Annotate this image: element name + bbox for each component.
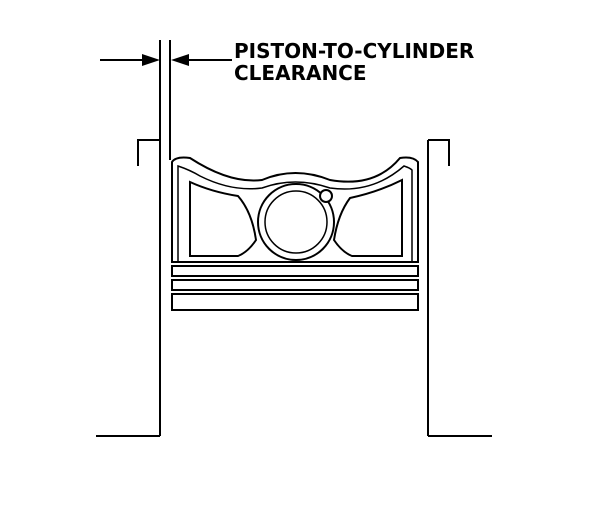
clearance-arrow-left — [100, 54, 160, 66]
wrist-pin-outer — [257, 183, 335, 261]
piston — [171, 156, 419, 311]
piston-ring-2 — [171, 279, 419, 291]
callout-label-line1: PISTON-TO-CYLINDER — [234, 39, 474, 63]
piston-ring-3 — [171, 293, 419, 311]
cylinder-wall-left — [96, 40, 161, 437]
oil-hole — [319, 189, 333, 203]
cylinder-wall-right — [427, 139, 492, 437]
piston-ring-1 — [171, 265, 419, 277]
clearance-arrow-right — [171, 54, 232, 66]
wrist-pin-inner — [264, 190, 328, 254]
callout-label-line2: CLEARANCE — [234, 61, 367, 85]
